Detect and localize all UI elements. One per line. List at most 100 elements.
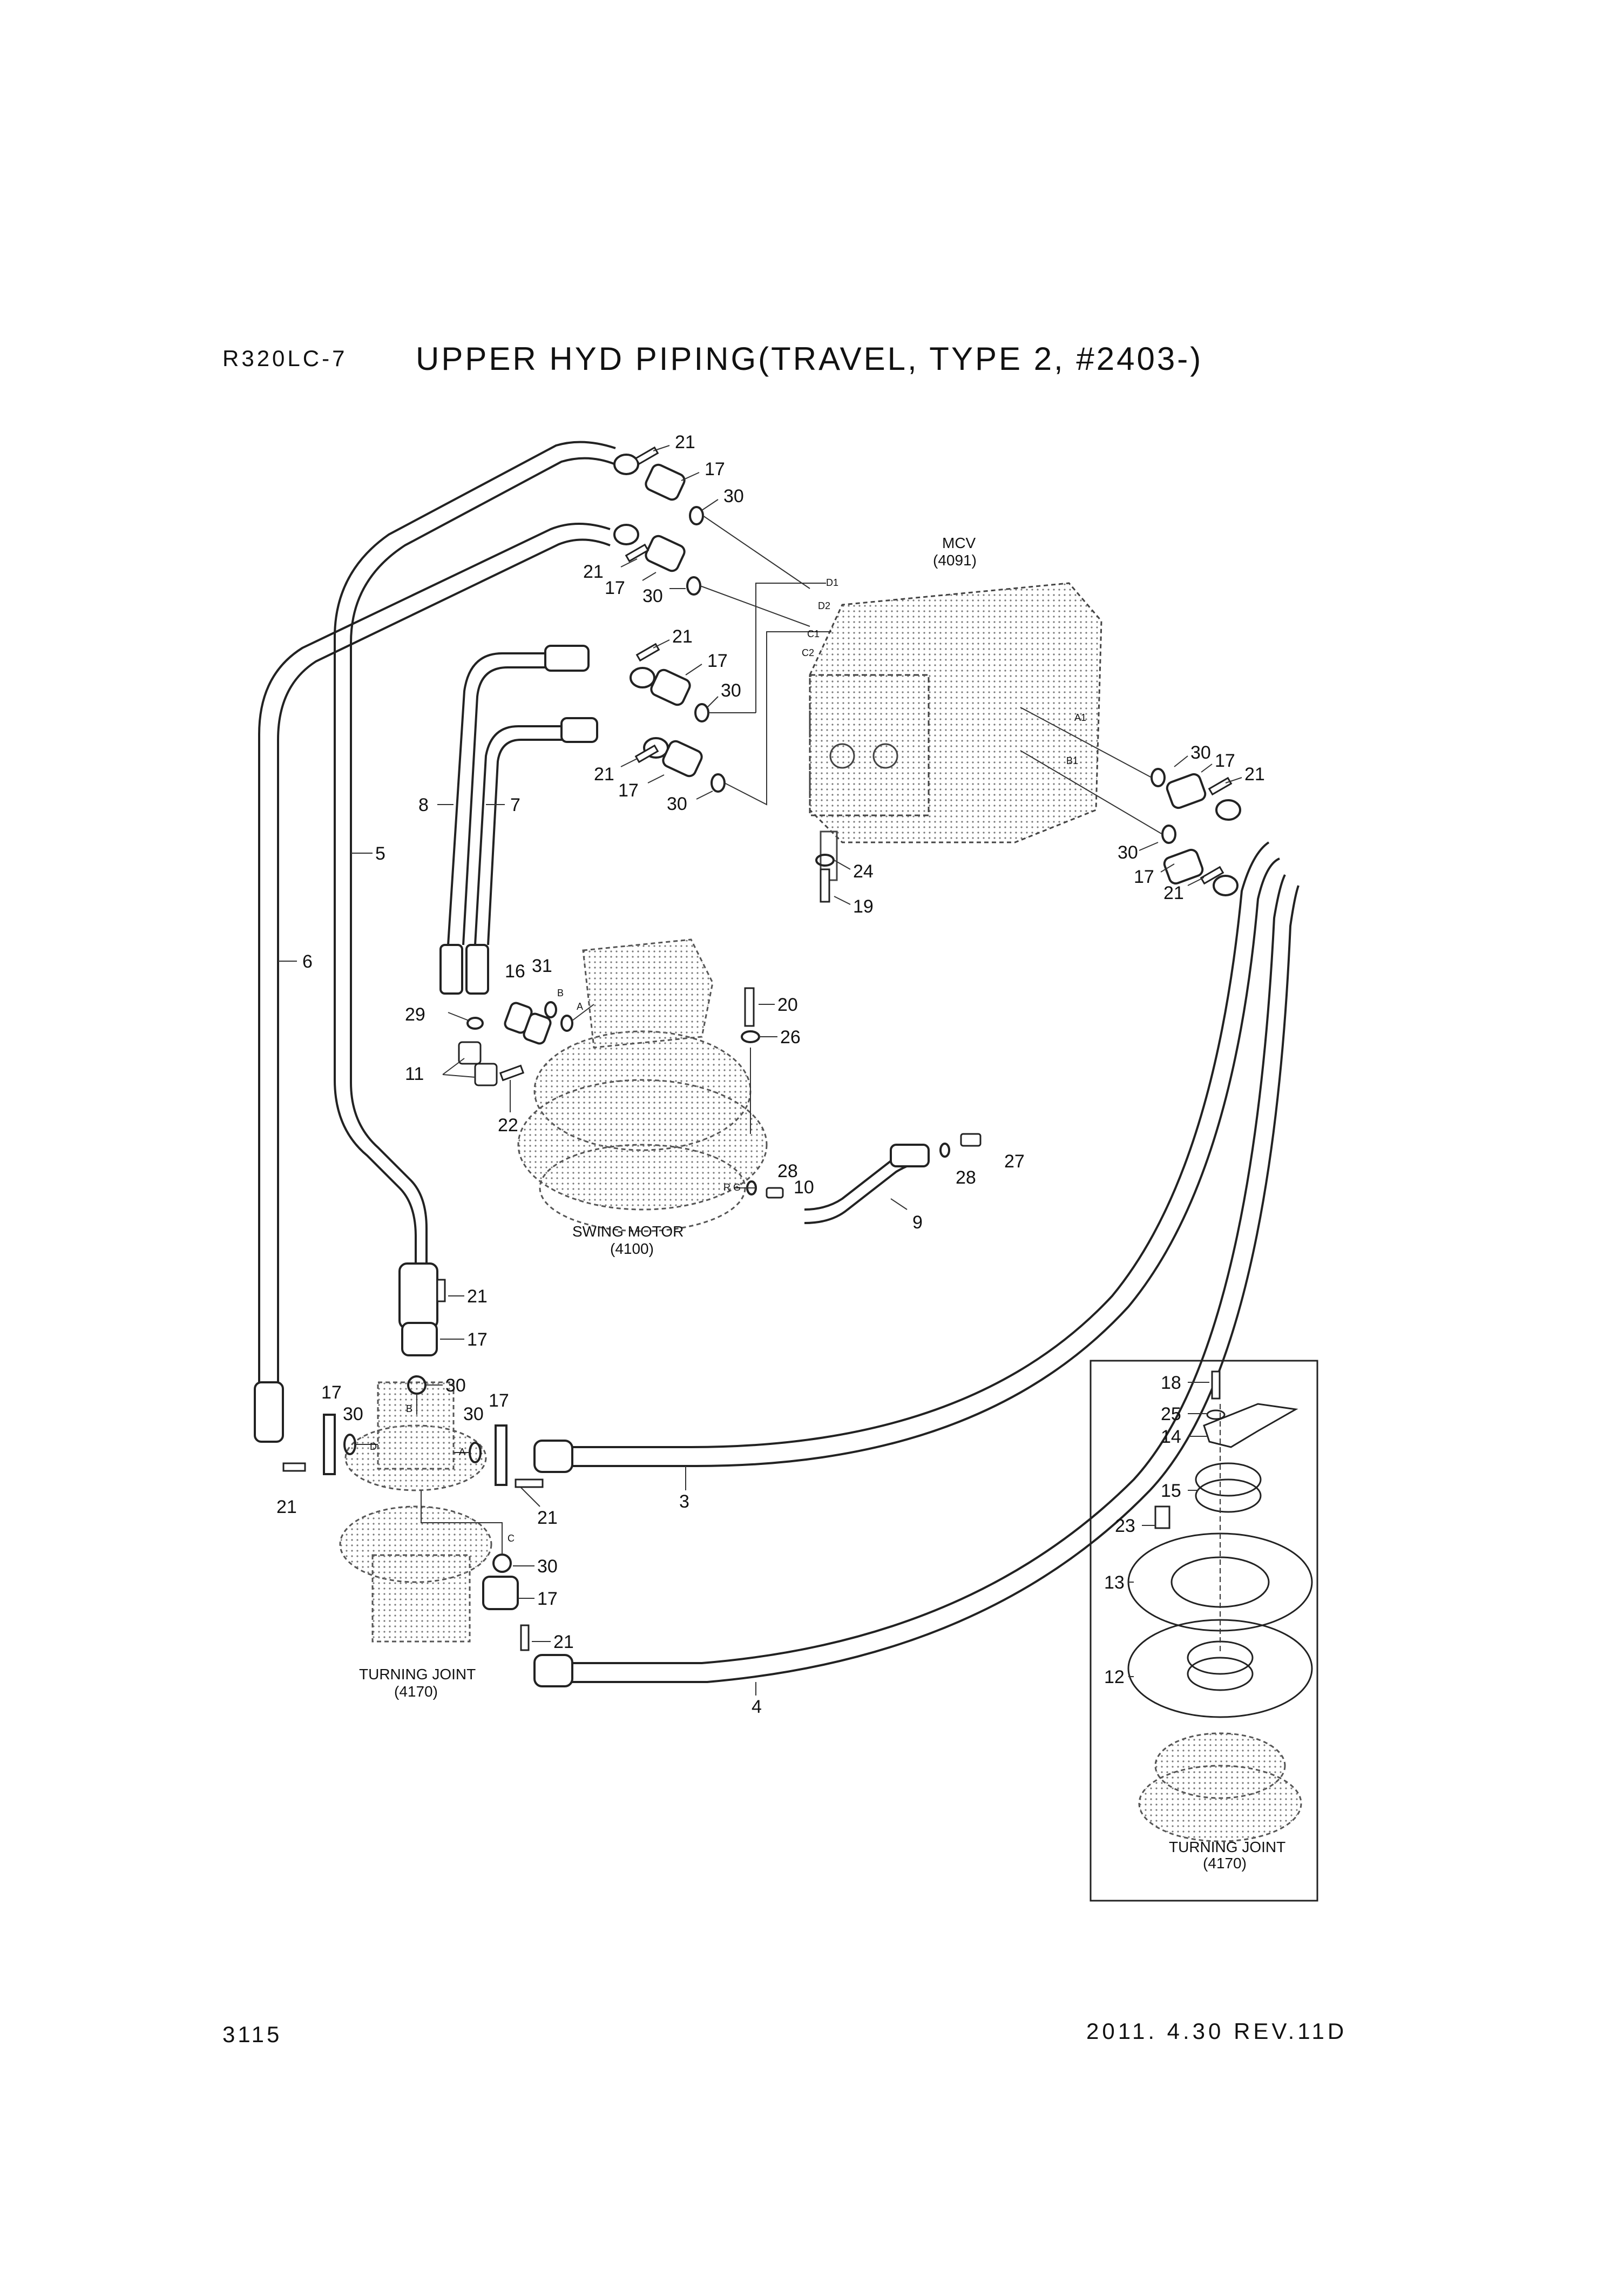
o-ring xyxy=(689,506,704,525)
swing-motor-ref: (4100) xyxy=(610,1240,654,1257)
callout-17: 17 xyxy=(618,780,639,801)
callout-15: 15 xyxy=(1161,1481,1181,1501)
callout-30: 30 xyxy=(445,1375,466,1396)
callout-27: 27 xyxy=(1004,1151,1025,1172)
washer xyxy=(741,1030,760,1043)
port-label: B xyxy=(406,1403,412,1414)
bolt xyxy=(499,1064,525,1082)
inset-turning-joint xyxy=(1138,1732,1302,1842)
callout-14: 14 xyxy=(1161,1427,1181,1447)
callout-17: 17 xyxy=(707,651,728,671)
hose-fittings xyxy=(254,454,1241,1687)
callout-17: 17 xyxy=(1215,751,1235,771)
callout-21: 21 xyxy=(467,1286,488,1307)
diagram-title: UPPER HYD PIPING(TRAVEL, TYPE 2, #2403-) xyxy=(416,341,1203,377)
port-label: A xyxy=(459,1447,465,1457)
hose-8-inner xyxy=(462,666,545,945)
split-flange xyxy=(650,668,691,706)
bolt xyxy=(634,744,659,764)
hose-sleeve xyxy=(560,717,598,743)
callout-24: 24 xyxy=(853,861,874,882)
callout-17: 17 xyxy=(489,1390,509,1411)
bolt xyxy=(515,1478,544,1488)
callout-30: 30 xyxy=(463,1404,484,1424)
callout-21: 21 xyxy=(675,432,695,452)
port-label: B1 xyxy=(1066,755,1078,766)
split-flange xyxy=(1163,848,1204,885)
port-label: D2 xyxy=(818,600,830,611)
port-label: B xyxy=(557,988,564,998)
hose-sleeve xyxy=(544,645,590,672)
callout-28: 28 xyxy=(777,1161,798,1181)
bolts xyxy=(282,446,1233,1651)
hose-6 xyxy=(258,523,611,1393)
callout-21: 21 xyxy=(1163,883,1184,903)
bolt xyxy=(625,543,649,563)
o-ring xyxy=(694,703,709,722)
callout-17: 17 xyxy=(537,1589,558,1609)
inset-turning-joint-ref: (4170) xyxy=(1203,1855,1247,1872)
hose-3-inner xyxy=(556,857,1280,1467)
hose-end xyxy=(630,667,655,688)
hose-8 xyxy=(447,652,545,945)
callout-30: 30 xyxy=(1190,742,1211,763)
o-ring xyxy=(544,1001,557,1018)
hose-6-inner xyxy=(277,538,611,1393)
callout-30: 30 xyxy=(721,680,741,701)
callout-8: 8 xyxy=(418,795,429,815)
hose-sleeve xyxy=(439,944,463,995)
callout-21: 21 xyxy=(594,764,614,785)
callout-25: 25 xyxy=(1161,1404,1181,1424)
swing-motor-label: SWING MOTOR xyxy=(572,1223,684,1240)
hose-5 xyxy=(334,441,616,1269)
port-label: D1 xyxy=(826,577,838,588)
mcv-valve-block xyxy=(809,582,1102,881)
hose-end xyxy=(1213,875,1239,896)
o-ring xyxy=(560,1015,573,1032)
o-ring xyxy=(1151,768,1166,787)
callout-30: 30 xyxy=(343,1404,363,1424)
split-flange xyxy=(645,535,686,572)
callout-numbers: 21 17 30 21 17 30 21 17 30 21 17 30 30 1… xyxy=(276,432,1265,1717)
o-ring xyxy=(939,1143,950,1158)
callout-30: 30 xyxy=(642,586,663,606)
hose-end xyxy=(613,454,639,475)
hose-4 xyxy=(561,874,1286,1664)
mcv-label: MCV xyxy=(942,535,976,551)
callout-21: 21 xyxy=(583,562,604,582)
callout-29: 29 xyxy=(405,1004,425,1025)
split-flange xyxy=(645,463,686,501)
split-flange xyxy=(482,1576,519,1610)
callout-16: 16 xyxy=(505,961,525,982)
bolt xyxy=(436,1279,446,1302)
turning-joint-body xyxy=(339,1381,492,1643)
hose-sleeve xyxy=(533,1440,573,1473)
port-label: R G xyxy=(723,1182,741,1193)
bolt xyxy=(282,1462,306,1472)
hose-sleeve xyxy=(254,1381,284,1443)
callout-30: 30 xyxy=(537,1556,558,1577)
bolt xyxy=(1200,866,1224,885)
hose-end xyxy=(1215,799,1241,821)
callout-9: 9 xyxy=(912,1212,923,1233)
callout-31: 31 xyxy=(532,956,552,976)
hose-7 xyxy=(474,725,567,945)
split-flange xyxy=(495,1424,508,1486)
callout-22: 22 xyxy=(498,1115,518,1136)
inset-band-15 xyxy=(1195,1462,1262,1497)
inset-bolt-23 xyxy=(1154,1505,1170,1529)
fitting xyxy=(766,1187,784,1199)
fitting xyxy=(960,1133,982,1147)
callout-21: 21 xyxy=(553,1632,574,1652)
callout-21: 21 xyxy=(276,1497,297,1517)
bolt xyxy=(820,868,830,903)
mcv-ref: (4091) xyxy=(933,552,977,569)
inset-plate-12 xyxy=(1127,1619,1313,1718)
callout-17: 17 xyxy=(467,1329,488,1350)
bolt xyxy=(520,1624,530,1651)
port-label: C1 xyxy=(807,629,820,639)
port-label: A xyxy=(577,1001,583,1012)
hose-sleeve xyxy=(465,944,489,995)
